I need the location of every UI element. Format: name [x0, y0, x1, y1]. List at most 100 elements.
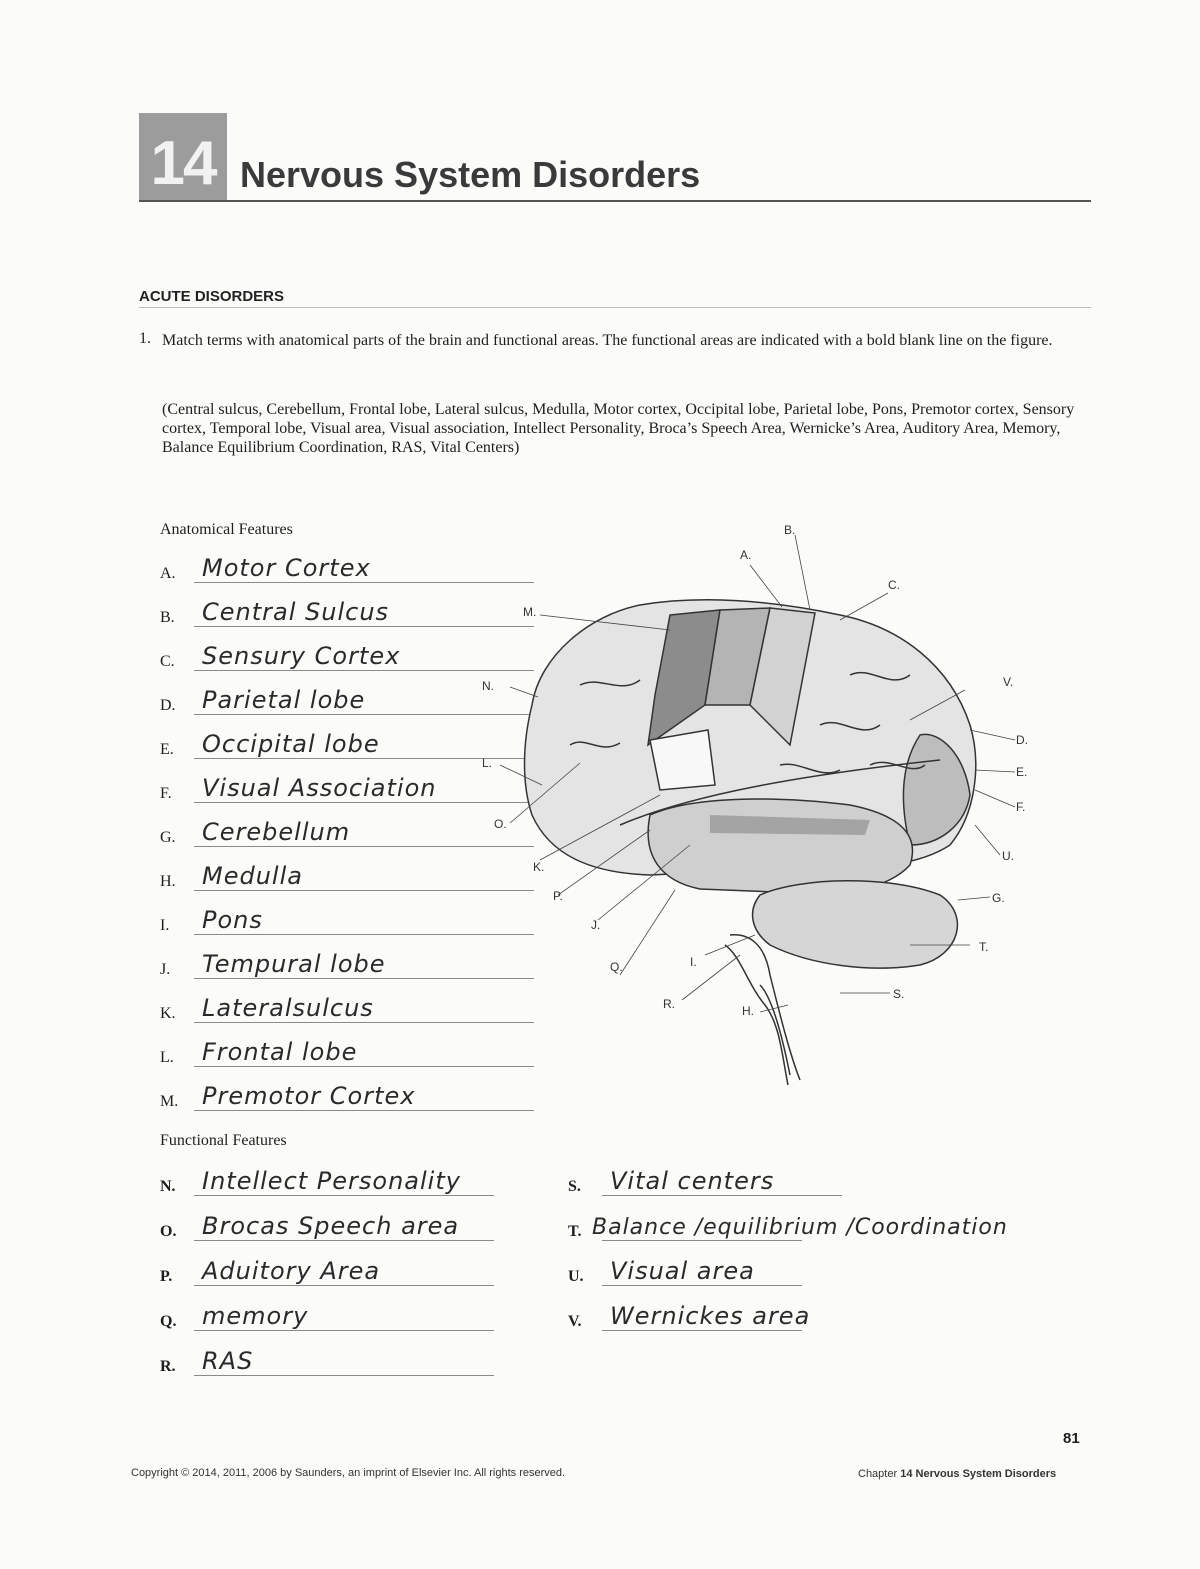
brainstem: [730, 935, 800, 1080]
answer-blank-line[interactable]: [194, 1285, 494, 1286]
handwritten-answer: Wernickes area: [610, 1302, 810, 1330]
handwritten-answer: Central Sulcus: [202, 598, 389, 626]
question-term-list: (Central sulcus, Cerebellum, Frontal lob…: [162, 400, 1092, 457]
handwritten-answer: Frontal lobe: [202, 1038, 357, 1066]
footer-chapter-title: Nervous System Disorders: [916, 1468, 1057, 1480]
diagram-label-f: F.: [1016, 800, 1025, 814]
diagram-label-v: V.: [1003, 675, 1013, 689]
answer-blank-line[interactable]: [194, 1330, 494, 1331]
diagram-label-c: C.: [888, 578, 900, 592]
answer-blank-line[interactable]: [194, 1195, 494, 1196]
handwritten-answer: Occipital lobe: [202, 730, 380, 758]
anatomical-features-label: Anatomical Features: [160, 521, 293, 539]
diagram-label-e: E.: [1016, 765, 1027, 779]
diagram-label-n: N.: [482, 679, 494, 693]
answer-letter: L.: [160, 1049, 174, 1067]
answer-letter: R.: [160, 1358, 176, 1376]
diagram-label-p: P.: [553, 889, 563, 903]
answer-letter: F.: [160, 785, 172, 803]
handwritten-answer: Pons: [202, 906, 263, 934]
temporal-lobe: [648, 799, 912, 893]
answer-blank-line[interactable]: [602, 1195, 842, 1196]
handwritten-answer: Motor Cortex: [202, 554, 371, 582]
footer-chapter-prefix: Chapter: [858, 1468, 900, 1480]
diagram-label-l: L.: [482, 756, 492, 770]
diagram-label-o: O.: [494, 817, 507, 831]
diagram-label-u: U.: [1002, 849, 1014, 863]
answer-letter: C.: [160, 653, 175, 671]
diagram-label-j: J.: [591, 918, 600, 932]
brain-diagram: [470, 515, 1090, 1095]
answer-letter: K.: [160, 1005, 176, 1023]
answer-blank-line[interactable]: [194, 1240, 494, 1241]
answer-letter: B.: [160, 609, 175, 627]
answer-blank-line[interactable]: [602, 1285, 802, 1286]
broca-area: [650, 730, 715, 790]
diagram-label-h: H.: [742, 1004, 754, 1018]
answer-letter: I.: [160, 917, 169, 935]
handwritten-answer: Aduitory Area: [202, 1257, 380, 1285]
handwritten-answer: Lateralsulcus: [202, 994, 374, 1022]
handwritten-answer: memory: [202, 1302, 308, 1330]
handwritten-answer: Balance /equilibrium /Coordination: [592, 1215, 1008, 1240]
handwritten-answer: Visual area: [610, 1257, 755, 1285]
answer-letter: S.: [568, 1178, 581, 1196]
answer-blank-line[interactable]: [194, 1375, 494, 1376]
answer-letter: N.: [160, 1178, 176, 1196]
handwritten-answer: Sensury Cortex: [202, 642, 400, 670]
copyright-notice: Copyright © 2014, 2011, 2006 by Saunders…: [131, 1467, 565, 1479]
answer-blank-line[interactable]: [602, 1330, 802, 1331]
answer-letter: T.: [568, 1223, 581, 1241]
diagram-label-m: M.: [523, 605, 536, 619]
answer-letter: U.: [568, 1268, 584, 1286]
handwritten-answer: Intellect Personality: [202, 1167, 461, 1195]
answer-letter: O.: [160, 1223, 176, 1241]
handwritten-answer: Cerebellum: [202, 818, 350, 846]
answer-letter: A.: [160, 565, 176, 583]
answer-letter: D.: [160, 697, 176, 715]
question-number: 1.: [139, 330, 151, 348]
functional-features-label: Functional Features: [160, 1132, 287, 1150]
chapter-title: Nervous System Disorders: [240, 154, 700, 196]
handwritten-answer: Tempural lobe: [202, 950, 386, 978]
handwritten-answer: Parietal lobe: [202, 686, 365, 714]
handwritten-answer: Medulla: [202, 862, 303, 890]
handwritten-answer: Vital centers: [610, 1167, 774, 1195]
diagram-label-a: A.: [740, 548, 751, 562]
diagram-label-s: S.: [893, 987, 904, 1001]
header-rule: [139, 200, 1091, 202]
answer-letter: Q.: [160, 1313, 176, 1331]
handwritten-answer: Premotor Cortex: [202, 1082, 415, 1110]
answer-blank-line[interactable]: [602, 1240, 802, 1241]
chapter-number: 14: [151, 133, 216, 195]
footer-chapter-number: 14: [900, 1468, 912, 1480]
diagram-label-d: D.: [1016, 733, 1028, 747]
chapter-badge: 14: [139, 113, 227, 201]
footer-chapter: Chapter 14 Nervous System Disorders: [858, 1468, 1056, 1480]
diagram-label-i: I.: [690, 955, 697, 969]
diagram-label-t: T.: [979, 940, 988, 954]
handwritten-answer: Visual Association: [202, 774, 436, 802]
answer-letter: J.: [160, 961, 170, 979]
brainstem-front: [725, 945, 788, 1085]
page-number: 81: [1063, 1430, 1080, 1447]
answer-letter: V.: [568, 1313, 582, 1331]
diagram-label-k: K.: [533, 860, 544, 874]
section-heading: ACUTE DISORDERS: [139, 288, 284, 305]
answer-letter: E.: [160, 741, 174, 759]
diagram-label-q: Q.: [610, 960, 623, 974]
brainstem-back: [760, 985, 790, 1075]
diagram-label-r: R.: [663, 997, 675, 1011]
diagram-label-g: G.: [992, 891, 1005, 905]
answer-letter: G.: [160, 829, 176, 847]
section-rule: [139, 307, 1091, 308]
answer-letter: H.: [160, 873, 176, 891]
handwritten-answer: Brocas Speech area: [202, 1212, 459, 1240]
answer-letter: P.: [160, 1268, 172, 1286]
question-text: Match terms with anatomical parts of the…: [162, 330, 1092, 351]
answer-blank-line[interactable]: [194, 1110, 534, 1111]
handwritten-answer: RAS: [202, 1347, 253, 1375]
answer-letter: M.: [160, 1093, 178, 1111]
cerebellum: [753, 881, 958, 968]
diagram-label-b: B.: [784, 523, 795, 537]
